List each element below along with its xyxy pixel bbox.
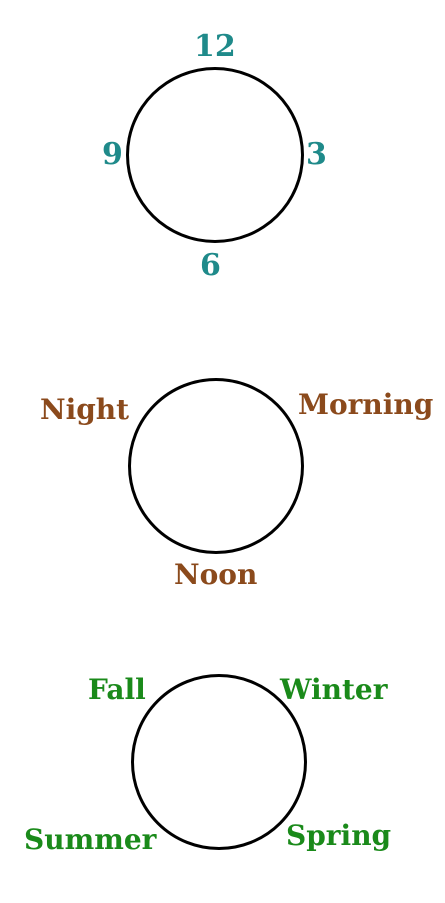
clock-label-9: 9 — [102, 137, 123, 172]
season-label-spring: Spring — [286, 819, 392, 852]
clock-label-3: 3 — [306, 137, 327, 172]
season-label-fall: Fall — [88, 673, 146, 706]
day-cycle-diagram: Night Morning Noon — [40, 378, 434, 591]
day-label-night: Night — [40, 393, 130, 426]
season-label-summer: Summer — [24, 823, 157, 856]
clock-label-12: 12 — [194, 29, 236, 64]
season-label-winter: Winter — [280, 673, 388, 706]
day-label-morning: Morning — [298, 388, 434, 421]
clock-diagram: 12 3 6 9 — [0, 0, 445, 281]
day-label-noon: Noon — [174, 558, 258, 591]
clock-label-6: 6 — [200, 248, 221, 283]
clock-circle — [126, 67, 304, 243]
seasons-circle — [131, 674, 307, 850]
day-circle — [128, 378, 304, 554]
